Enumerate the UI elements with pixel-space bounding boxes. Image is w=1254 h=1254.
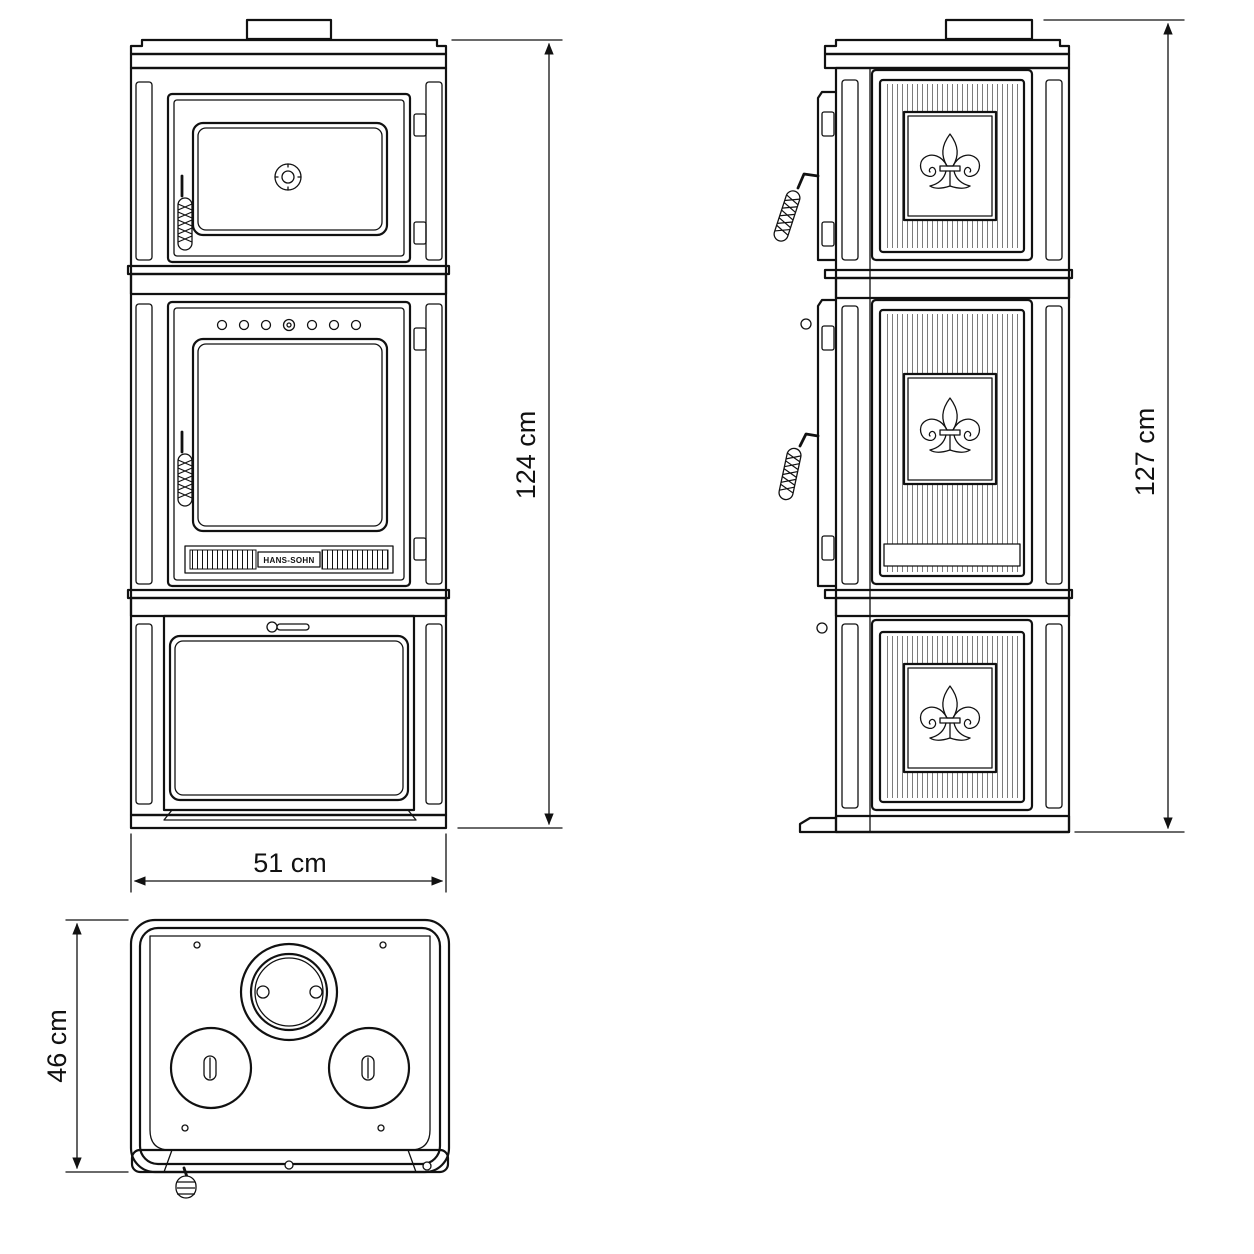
side-height-dimension: 127 cm bbox=[1043, 19, 1185, 833]
oven-door-handle-icon bbox=[177, 174, 193, 251]
firebox-door-handle-icon bbox=[177, 430, 193, 507]
top-depth-dimension: 46 cm bbox=[42, 919, 129, 1173]
side-view bbox=[771, 18, 1074, 834]
thermometer-icon bbox=[274, 163, 302, 191]
flue-collar-icon bbox=[239, 942, 339, 1042]
oven-door-handle-icon bbox=[771, 172, 820, 244]
front-height-dimension: 124 cm bbox=[451, 39, 563, 829]
brand-plate: HANS-SOHN bbox=[263, 556, 314, 565]
front-width-label: 51 cm bbox=[253, 848, 327, 878]
front-width-dimension: 51 cm bbox=[130, 833, 447, 893]
side-height-label: 127 cm bbox=[1130, 408, 1160, 497]
air-vent-row bbox=[216, 318, 362, 332]
top-depth-label: 46 cm bbox=[42, 1009, 72, 1083]
firebox-door-handle-icon bbox=[777, 432, 820, 502]
top-view bbox=[129, 918, 451, 1199]
log-store-knob-icon bbox=[266, 621, 310, 633]
front-view: HANS-SOHN bbox=[126, 18, 451, 830]
hob-plate-icon bbox=[327, 1026, 411, 1110]
hob-plate-icon bbox=[169, 1026, 253, 1110]
front-height-label: 124 cm bbox=[511, 411, 541, 500]
